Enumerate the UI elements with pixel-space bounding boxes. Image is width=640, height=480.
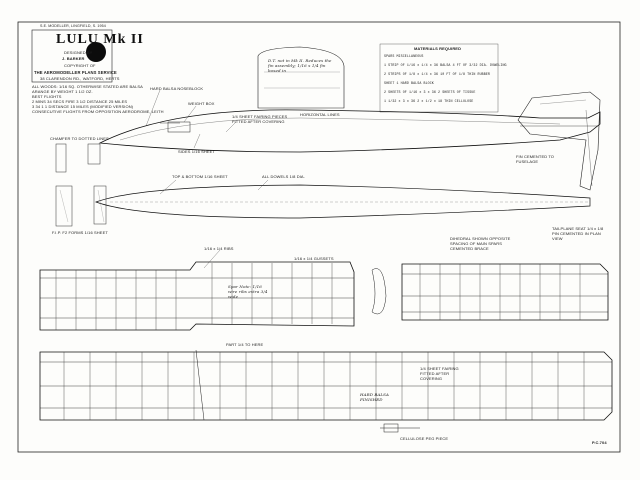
former-template-3 <box>55 185 73 227</box>
wing-panel-main <box>39 351 613 421</box>
banner-text: S.E. MODELLER, LINGFIELD, S. 1954 <box>40 24 106 28</box>
fairing-label: 1/4 SHEET FAIRING PIECES FITTED AFTER CO… <box>232 114 288 124</box>
former-template-2 <box>87 143 101 165</box>
fin-ref-label: HORIZONTAL LINES <box>300 112 340 117</box>
wing-panel-left <box>39 261 355 331</box>
fuselage-top-label: TOP & BOTTOM 1/16 SHEET <box>172 174 228 179</box>
tailplane-ribs <box>419 264 581 320</box>
dihedral-note: DIHEDRAL SHOWN OPPOSITE SPACING OF MAIN … <box>450 236 511 251</box>
sides-label: SIDES 1/16 SHEET <box>178 149 215 154</box>
materials-row: 1 STRIP OF 1/16 x 1/4 x 36 BALSA 4 FT OF… <box>384 63 507 67</box>
balsa-block-label: HARD BALSA FINISHED <box>360 392 389 402</box>
ref-number: P.C.704 <box>592 440 607 445</box>
designer-name: J. BARKER <box>62 56 85 61</box>
tailplane <box>401 263 609 321</box>
wing-ribs-left <box>55 263 333 330</box>
peg-piece <box>383 423 399 433</box>
fin-outline <box>257 46 345 109</box>
wing-centre-joint <box>195 349 205 421</box>
cellulose-label: CELLULOSE PEG PIECE <box>400 436 449 441</box>
note-line: ALL WOODS: 1/16 SQ. OTHERWISE STATED ARE… <box>32 84 143 89</box>
weight-box-label: WEIGHT BOX <box>188 101 215 106</box>
materials-row: SHEET 1 HARD BALSA BLOCK <box>384 81 434 85</box>
publisher-logo <box>86 42 106 62</box>
title-box <box>31 29 113 83</box>
part-tail-label: PART 1/4 TO HERE <box>226 342 264 347</box>
note-line: ARANGE BY WEIGHT 1 1/2 OZ. <box>32 89 93 94</box>
bottom-fairing-label: 1/4 SHEET FAIRING FITTED AFTER COVERING <box>420 366 459 381</box>
designed-by-label: DESIGNED BY <box>64 50 93 55</box>
wing-ribs-label: 1/16 x 1/4 RIBS <box>204 246 234 251</box>
materials-row: 2 STRIPS OF 1/8 x 1/4 x 36 10 FT OF 1/8 … <box>384 72 491 76</box>
note-line: BEST FLIGHTS <box>32 94 62 99</box>
airfoil-section <box>371 268 387 315</box>
materials-row: SPARS MISCELLANEOUS <box>384 54 424 58</box>
spar-note: Spar Note: 1/16 wire ribs extra 3/4 wide <box>228 284 268 299</box>
fin-note: FIN CEMENTED TO FUSELAGE <box>516 154 555 164</box>
note-line: 3 34 1 1 DISTANCE 15 MILES (MODIFIED VER… <box>32 104 134 109</box>
hand-note: D.T. not in Mk II. Reduces the fin assem… <box>268 58 332 73</box>
materials-box <box>379 43 499 113</box>
publisher-name: THE AEROMODELLER PLANS SERVICE <box>34 70 117 75</box>
note-line: 2 MINS 34 SECS FIRE 3 1/2 DISTANCE 25 MI… <box>32 99 128 104</box>
fuselage-side <box>98 109 601 153</box>
note-line: CONSECUTIVE FLIGHTS FROM OPPOSITION AERO… <box>32 109 164 114</box>
chamfer-label: CHAMFER TO DOTTED LINES <box>50 136 109 141</box>
main-wing-ribs <box>63 352 585 420</box>
gussets-label: 1/16 x 1/4 GUSSETS <box>294 256 334 261</box>
noseblock-label: HARD BALSA NOSEBLOCK <box>150 86 204 91</box>
weight-box <box>167 121 191 133</box>
publisher-address: 38 CLARENDON RD., WATFORD, HERTS <box>40 76 120 81</box>
tailplane-note: TAILPLANE SEAT 1/4 x 1/8 PIN CEMENTED IN… <box>552 226 604 241</box>
materials-heading: MATERIALS REQUIRED <box>414 46 462 51</box>
fin-side <box>517 91 601 191</box>
sheet-border <box>17 21 621 453</box>
former-label: F.I.P. F2 FORMS 1/16 SHEET <box>52 230 108 235</box>
dowels-label: ALL DOWELS 1/8 DIA. <box>262 174 305 179</box>
former-template-4 <box>93 185 107 225</box>
copyright-label: COPYRIGHT OF <box>64 63 96 68</box>
materials-row: 1 1/32 x 3 x 36 2 x 1/2 x 18 THIN CELLUL… <box>384 99 474 103</box>
materials-row: 2 SHEETS OF 1/16 x 3 x 36 2 SHEETS OF TI… <box>384 90 476 94</box>
plan-title: LULU Mk II <box>56 32 144 47</box>
former-template-1 <box>55 143 67 173</box>
fuselage-top <box>94 184 591 219</box>
